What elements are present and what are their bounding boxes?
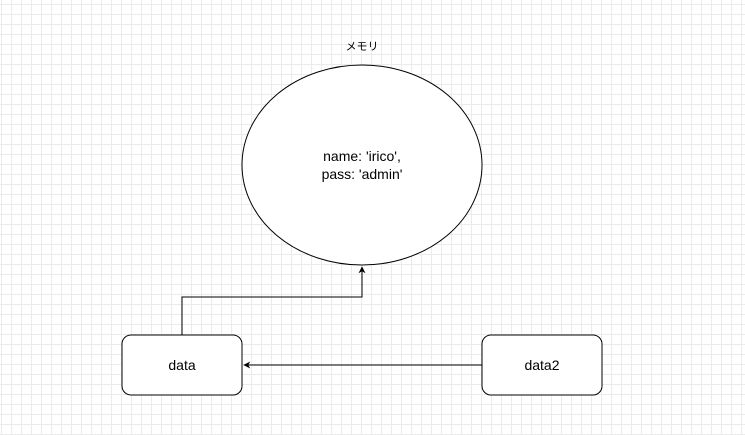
memory-line-pass: pass: 'admin' <box>322 166 403 182</box>
memory-caption: メモリ <box>346 40 379 53</box>
node-data-label: data <box>168 357 195 373</box>
memory-line-name: name: 'irico', <box>323 148 401 164</box>
edge-data-to-memory[interactable] <box>181 266 366 335</box>
memory-ellipse[interactable] <box>241 64 483 266</box>
node-data2[interactable] <box>481 334 603 396</box>
node-data2-label: data2 <box>524 357 559 373</box>
node-data[interactable] <box>121 334 243 396</box>
